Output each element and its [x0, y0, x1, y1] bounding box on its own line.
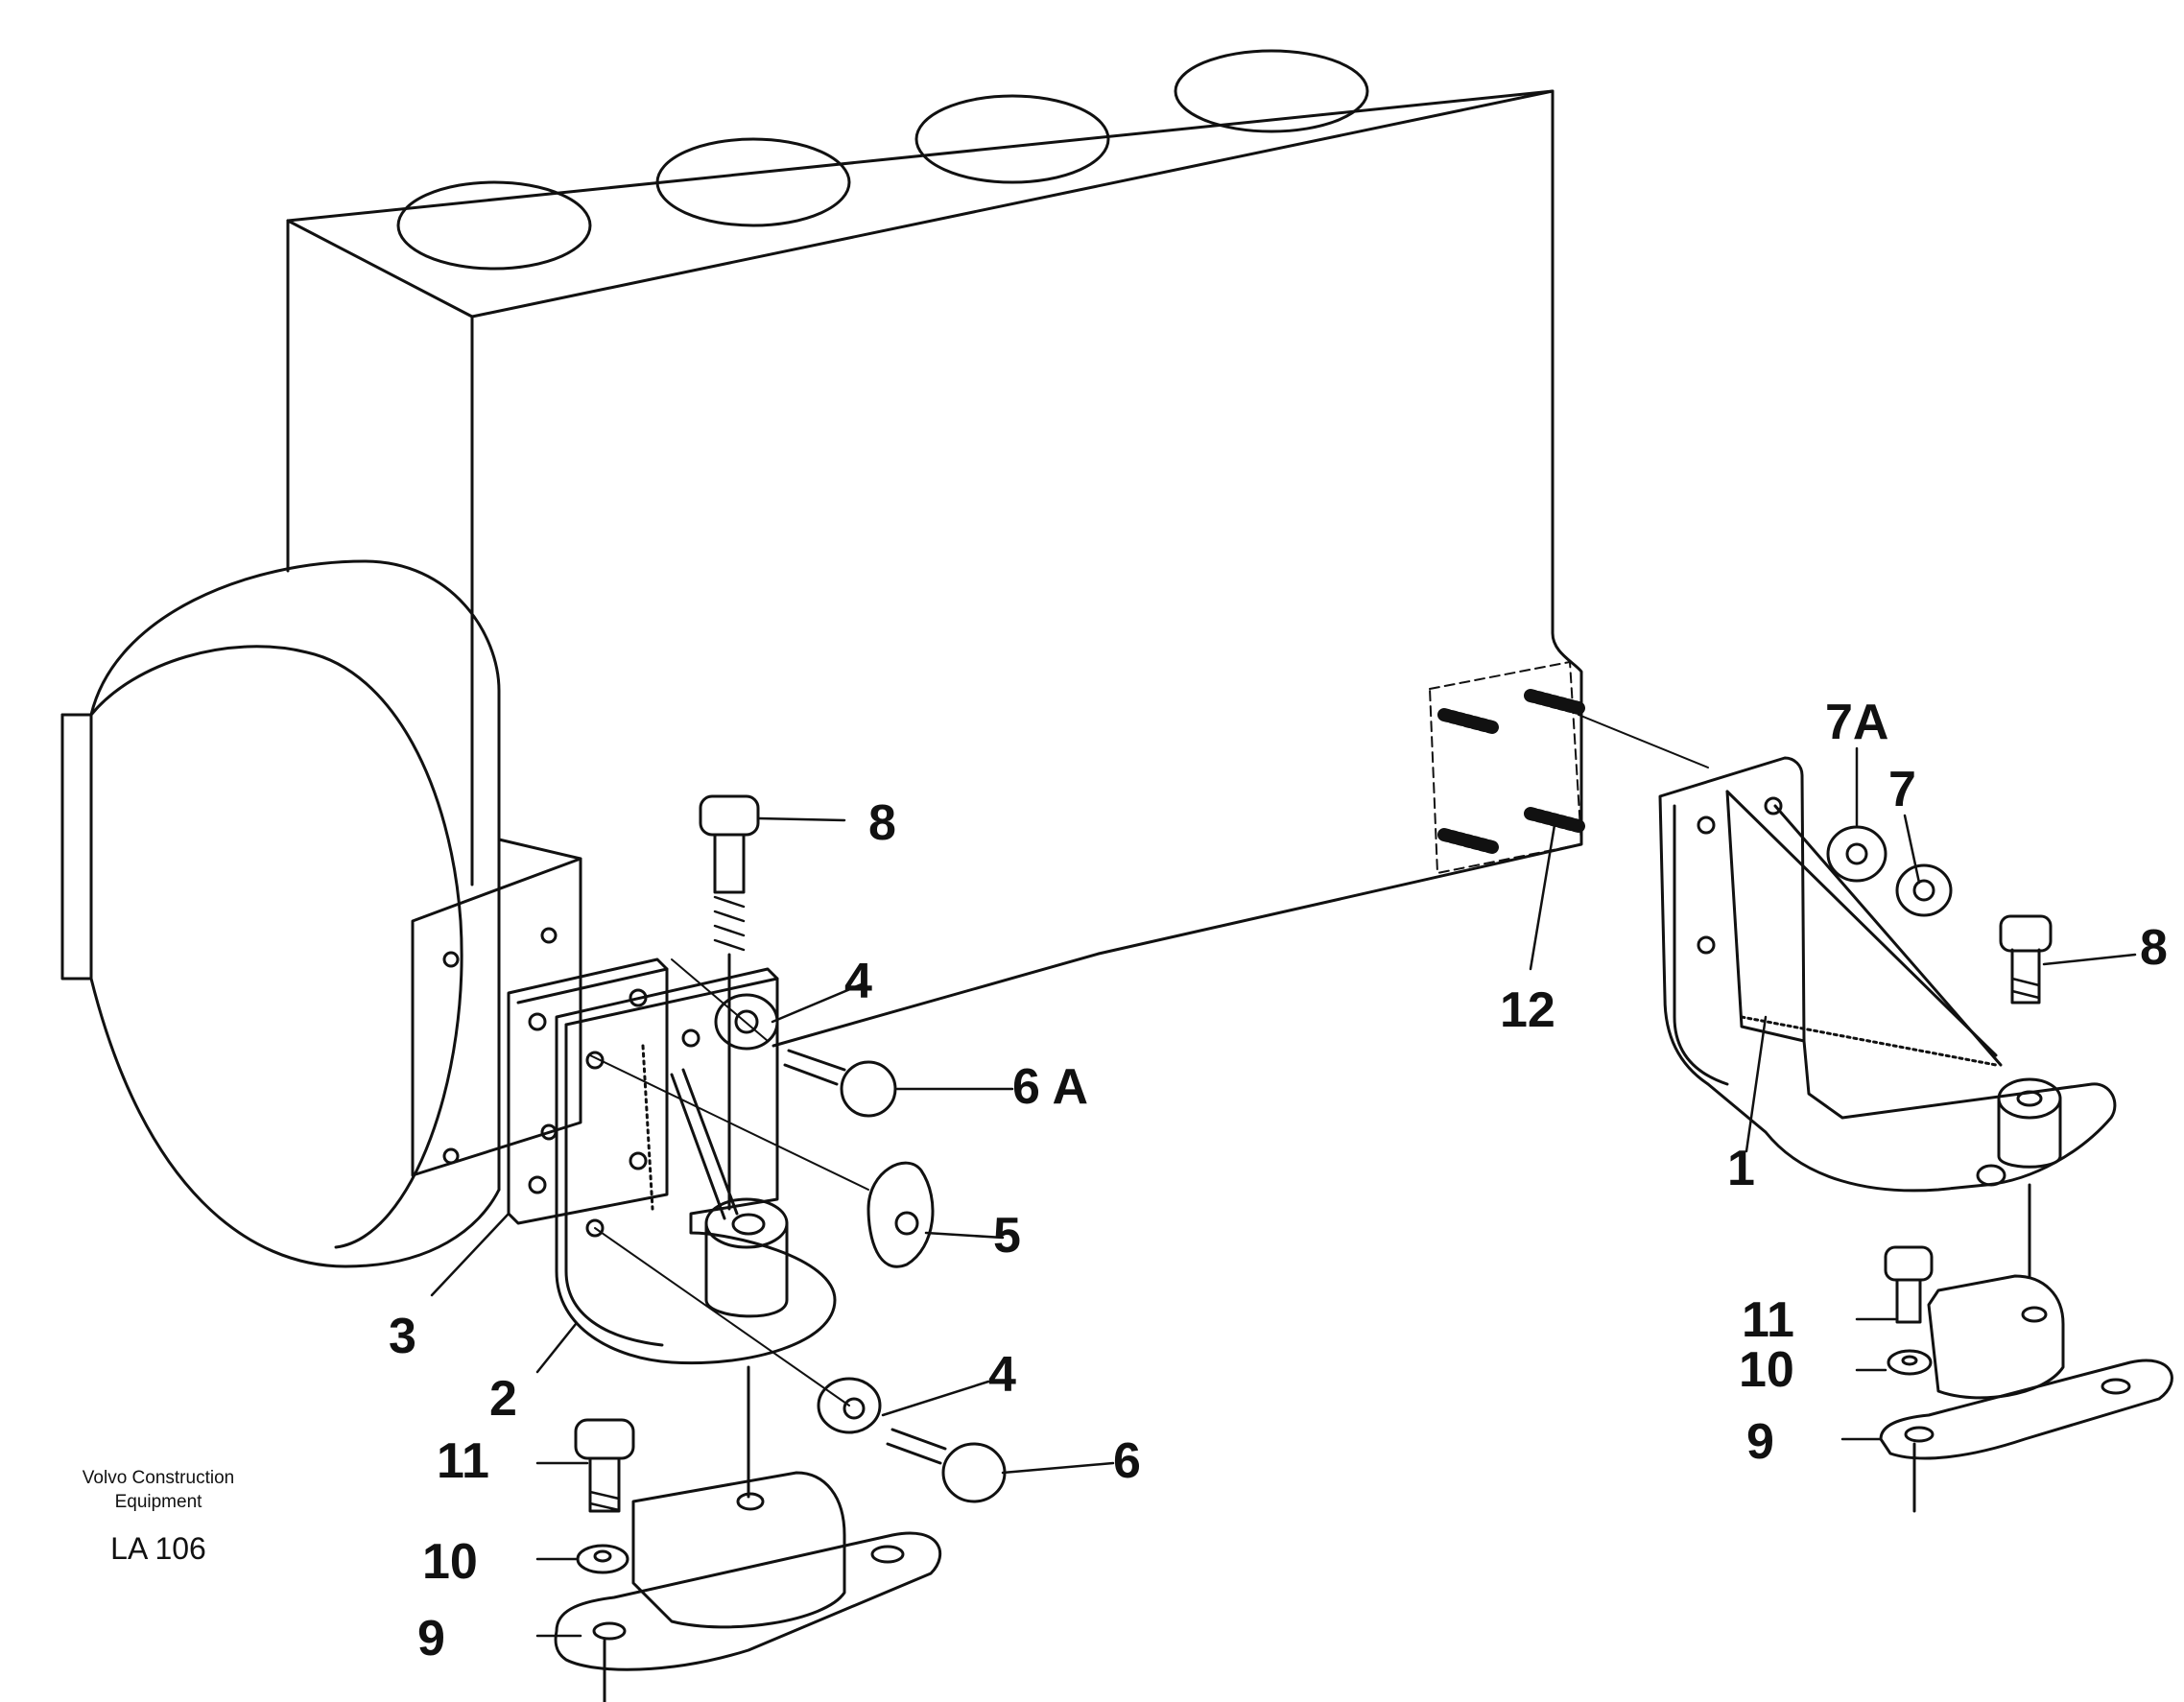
bolt-head — [574, 1418, 635, 1460]
callout-8-left: 8 — [868, 795, 896, 851]
cylinder-bore — [655, 137, 851, 227]
washer — [714, 993, 779, 1051]
bolt-head — [840, 1060, 897, 1118]
callout-11-left: 11 — [437, 1433, 489, 1489]
callout-6: 6 — [1113, 1433, 1141, 1489]
callout-8-right: 8 — [2140, 920, 2168, 976]
mount-pad — [1429, 661, 1582, 874]
company-caption: Volvo Construction Equipment — [82, 1468, 235, 1512]
right-bracket — [1658, 756, 2117, 1193]
callout-1: 1 — [1727, 1141, 1755, 1196]
rubber-mount — [631, 1471, 846, 1629]
nut — [1895, 863, 1953, 917]
bolt-head — [941, 1442, 1007, 1503]
flywheel-housing — [60, 559, 582, 1268]
callout-11-right: 11 — [1742, 1292, 1794, 1348]
callout-2: 2 — [489, 1371, 517, 1427]
washer — [1887, 1349, 1933, 1376]
drawing-code: LA 106 — [110, 1531, 206, 1566]
engine-block — [286, 49, 1583, 1048]
bolt-head — [1884, 1245, 1934, 1282]
callout-12: 12 — [1500, 982, 1555, 1038]
right-mount-assembly — [1437, 689, 2173, 1513]
rubber-mount — [1927, 1274, 2065, 1400]
washer — [576, 1544, 629, 1574]
washer — [1826, 825, 1887, 883]
callout-6a: 6 A — [1012, 1059, 1088, 1115]
plate — [866, 1161, 935, 1268]
callout-labels: 1 2 3 4 4 5 6 6 A 7 7A 8 8 9 9 10 10 11 … — [389, 695, 2168, 1667]
callout-4-upper: 4 — [844, 954, 872, 1009]
leader-lines — [430, 746, 2137, 1638]
callout-10-left: 10 — [422, 1534, 478, 1590]
callout-5: 5 — [993, 1208, 1021, 1264]
left-bracket — [555, 967, 837, 1365]
callout-9-right: 9 — [1746, 1414, 1774, 1470]
callout-4-lower: 4 — [988, 1347, 1016, 1403]
bolt-head — [1999, 914, 2053, 953]
bolt-head — [699, 794, 760, 837]
cylinder-bore — [914, 94, 1110, 184]
callout-7a: 7A — [1825, 695, 1888, 750]
cylinder-bore — [396, 180, 592, 271]
left-mount-assembly — [507, 794, 1007, 1702]
callout-10-right: 10 — [1739, 1342, 1794, 1398]
callout-9-left: 9 — [417, 1611, 445, 1667]
callout-7: 7 — [1888, 762, 1916, 817]
callout-3: 3 — [389, 1309, 416, 1364]
washer — [817, 1377, 882, 1434]
cylinder-bore — [1174, 49, 1369, 133]
